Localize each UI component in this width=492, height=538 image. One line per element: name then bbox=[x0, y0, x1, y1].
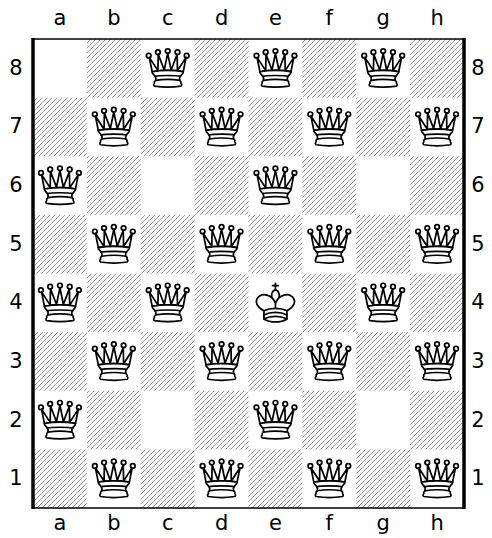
dark-square bbox=[249, 332, 303, 391]
dark-square bbox=[302, 156, 356, 215]
dark-square bbox=[33, 98, 87, 157]
coordinate-label: 4 bbox=[471, 292, 484, 313]
coordinate-label: g bbox=[377, 513, 390, 534]
coordinate-label: 4 bbox=[9, 292, 22, 313]
board-pieces bbox=[39, 49, 459, 498]
dark-square bbox=[141, 332, 195, 391]
white-queen bbox=[416, 342, 459, 380]
white-queen bbox=[39, 166, 82, 204]
white-queen bbox=[362, 283, 405, 321]
coordinate-label: h bbox=[430, 513, 443, 534]
coordinate-label: 1 bbox=[471, 468, 484, 489]
dark-square bbox=[141, 215, 195, 274]
white-queen bbox=[200, 459, 243, 497]
dark-square bbox=[249, 98, 303, 157]
white-queen bbox=[146, 49, 189, 87]
white-queen bbox=[308, 107, 351, 145]
white-queen bbox=[308, 342, 351, 380]
coordinate-label: f bbox=[326, 8, 333, 29]
dark-square bbox=[195, 274, 249, 333]
dark-square bbox=[195, 156, 249, 215]
coordinate-label: e bbox=[269, 513, 282, 534]
dark-square bbox=[302, 274, 356, 333]
coordinate-label: c bbox=[162, 8, 174, 29]
dark-square bbox=[302, 391, 356, 450]
white-queen bbox=[200, 107, 243, 145]
dark-square bbox=[195, 39, 249, 98]
coordinate-label: 6 bbox=[9, 175, 22, 196]
dark-square bbox=[141, 449, 195, 508]
white-queen bbox=[416, 459, 459, 497]
coordinate-label: d bbox=[215, 8, 228, 29]
white-queen bbox=[362, 49, 405, 87]
coordinate-label: 8 bbox=[9, 58, 22, 79]
white-queen bbox=[416, 107, 459, 145]
coordinate-label: 2 bbox=[471, 410, 484, 431]
white-queen bbox=[200, 225, 243, 263]
coordinate-label: h bbox=[430, 8, 443, 29]
white-queen bbox=[93, 107, 136, 145]
white-queen bbox=[254, 401, 297, 439]
dark-square bbox=[141, 98, 195, 157]
coordinate-label: b bbox=[107, 8, 120, 29]
coordinate-label: c bbox=[162, 513, 174, 534]
dark-square bbox=[87, 156, 141, 215]
coordinate-label: b bbox=[107, 513, 120, 534]
board-squares bbox=[33, 39, 464, 508]
dark-square bbox=[356, 332, 410, 391]
white-queen bbox=[39, 401, 82, 439]
dark-square bbox=[410, 156, 464, 215]
coordinate-label: a bbox=[54, 513, 67, 534]
white-king bbox=[256, 283, 294, 322]
coordinate-label: 7 bbox=[9, 116, 22, 137]
white-queen bbox=[93, 225, 136, 263]
white-queen bbox=[146, 283, 189, 321]
coordinate-label: e bbox=[269, 8, 282, 29]
white-queen bbox=[416, 225, 459, 263]
white-queen bbox=[39, 283, 82, 321]
coordinate-label: d bbox=[215, 513, 228, 534]
white-queen bbox=[200, 342, 243, 380]
white-queen bbox=[308, 225, 351, 263]
white-queen bbox=[93, 459, 136, 497]
white-queen bbox=[93, 342, 136, 380]
board-edge bbox=[462, 38, 466, 509]
dark-square bbox=[249, 449, 303, 508]
coordinate-label: 8 bbox=[471, 58, 484, 79]
dark-square bbox=[410, 39, 464, 98]
dark-square bbox=[249, 215, 303, 274]
dark-square bbox=[33, 215, 87, 274]
dark-square bbox=[87, 391, 141, 450]
dark-square bbox=[356, 215, 410, 274]
coordinate-label: 2 bbox=[9, 410, 22, 431]
coordinate-label: 5 bbox=[9, 234, 22, 255]
coordinate-label: 3 bbox=[9, 351, 22, 372]
coordinate-label: 5 bbox=[471, 234, 484, 255]
dark-square bbox=[356, 98, 410, 157]
white-queen bbox=[254, 49, 297, 87]
dark-square bbox=[356, 449, 410, 508]
coordinate-label: 1 bbox=[9, 468, 22, 489]
dark-square bbox=[87, 274, 141, 333]
dark-square bbox=[410, 274, 464, 333]
white-queen bbox=[308, 459, 351, 497]
dark-square bbox=[302, 39, 356, 98]
dark-square bbox=[410, 391, 464, 450]
dark-square bbox=[195, 391, 249, 450]
dark-square bbox=[87, 39, 141, 98]
coordinate-label: f bbox=[326, 513, 333, 534]
coordinate-label: 7 bbox=[471, 116, 484, 137]
coordinate-label: 3 bbox=[471, 351, 484, 372]
dark-square bbox=[33, 449, 87, 508]
board-edge bbox=[31, 38, 35, 509]
coordinate-label: g bbox=[377, 8, 390, 29]
coordinate-label: a bbox=[54, 8, 67, 29]
white-queen bbox=[254, 166, 297, 204]
dark-square bbox=[33, 332, 87, 391]
board-frame bbox=[33, 39, 464, 508]
coordinate-label: 6 bbox=[471, 175, 484, 196]
